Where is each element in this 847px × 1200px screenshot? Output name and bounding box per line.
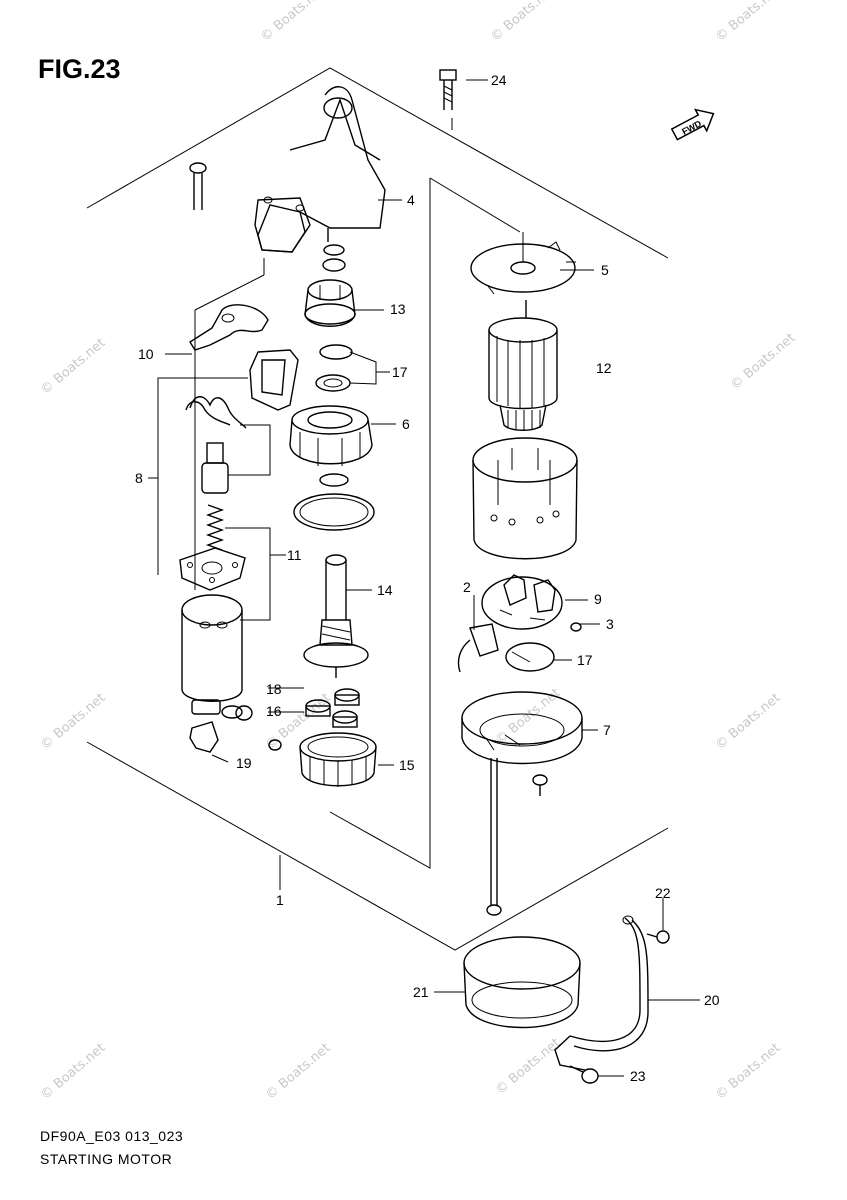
gasket xyxy=(293,493,375,531)
watermark: © Boats.net xyxy=(488,0,558,45)
bracket-21 xyxy=(463,936,581,1029)
callout-1: 1 xyxy=(276,892,284,908)
figure-title: FIG.23 xyxy=(38,54,121,84)
callout-21: 21 xyxy=(413,984,429,1000)
callout-7: 7 xyxy=(603,722,611,738)
strap-20 xyxy=(554,915,649,1071)
nut-18 xyxy=(235,705,253,721)
gasket-plate xyxy=(179,547,246,591)
callout-22: 22 xyxy=(655,885,671,901)
watermark-layer: © Boats.net © Boats.net © Boats.net © Bo… xyxy=(38,0,798,1103)
callout-labels: 1 2 3 4 5 6 7 8 9 10 11 12 13 14 15 16 1… xyxy=(135,72,720,1084)
yoke xyxy=(472,437,578,560)
watermark: © Boats.net xyxy=(728,331,798,393)
washer xyxy=(323,244,345,256)
callout-17-right: 17 xyxy=(577,652,593,668)
washer-17-right xyxy=(505,642,555,672)
shaft-14 xyxy=(303,554,369,678)
watermark: © Boats.net xyxy=(38,691,108,753)
callout-12: 12 xyxy=(596,360,612,376)
forward-direction-icon: FWD xyxy=(670,108,715,141)
bolt-23 xyxy=(569,1065,599,1084)
callout-2: 2 xyxy=(463,579,471,595)
callout-18: 18 xyxy=(266,681,282,697)
screw xyxy=(532,774,548,786)
washer-16 xyxy=(268,739,282,751)
callout-14: 14 xyxy=(377,582,393,598)
washer xyxy=(322,258,346,272)
bolt-22 xyxy=(646,930,670,944)
callout-11: 11 xyxy=(287,547,302,563)
bolt-24 xyxy=(439,69,457,110)
magnetic-switch-4 xyxy=(254,86,386,253)
callout-15: 15 xyxy=(399,757,415,773)
spring-11 xyxy=(205,504,225,551)
plate-5 xyxy=(470,232,576,295)
watermark: © Boats.net xyxy=(38,336,108,398)
callout-19: 19 xyxy=(236,755,252,771)
watermark: © Boats.net xyxy=(258,0,328,45)
pinion-gear-13 xyxy=(304,279,356,327)
watermark: © Boats.net xyxy=(493,1036,563,1098)
callout-17-left: 17 xyxy=(392,364,408,380)
callout-24: 24 xyxy=(491,72,507,88)
through-bolt xyxy=(486,758,502,916)
spring-wire xyxy=(189,396,247,429)
screw-3 xyxy=(570,622,582,632)
oring xyxy=(319,473,349,487)
armature-12 xyxy=(488,300,558,431)
end-cap-7 xyxy=(461,691,583,765)
spring-wire xyxy=(185,401,231,426)
housing-6 xyxy=(289,405,373,466)
lever-10 xyxy=(189,304,269,351)
washer-17 xyxy=(315,374,351,392)
callout-23: 23 xyxy=(630,1068,646,1084)
watermark: © Boats.net xyxy=(38,1041,108,1103)
planetary-gears xyxy=(305,688,360,728)
brush-2 xyxy=(457,623,499,673)
footer-title: STARTING MOTOR xyxy=(40,1151,173,1167)
watermark: © Boats.net xyxy=(263,1041,333,1103)
plunger-11 xyxy=(201,442,229,494)
clip-19 xyxy=(189,721,219,753)
watermark: © Boats.net xyxy=(713,691,783,753)
callout-8: 8 xyxy=(135,470,143,486)
leader-lines xyxy=(148,79,700,1077)
callout-4: 4 xyxy=(407,192,415,208)
solenoid-body xyxy=(181,594,243,719)
bolt-left xyxy=(189,162,207,210)
callout-20: 20 xyxy=(704,992,720,1008)
brush-holder-9 xyxy=(481,574,563,630)
watermark: © Boats.net xyxy=(713,1041,783,1103)
callout-3: 3 xyxy=(606,616,614,632)
callout-6: 6 xyxy=(402,416,410,432)
holder-8 xyxy=(249,349,299,411)
internal-gear-15 xyxy=(299,732,377,787)
callout-13: 13 xyxy=(390,301,406,317)
callout-10: 10 xyxy=(138,346,154,362)
footer-code: DF90A_E03 013_023 xyxy=(40,1128,184,1144)
callout-5: 5 xyxy=(601,262,609,278)
watermark: © Boats.net xyxy=(713,0,783,45)
circlip-17 xyxy=(319,344,353,360)
callout-9: 9 xyxy=(594,591,602,607)
assembly-frame xyxy=(86,67,669,951)
callout-16: 16 xyxy=(266,703,282,719)
